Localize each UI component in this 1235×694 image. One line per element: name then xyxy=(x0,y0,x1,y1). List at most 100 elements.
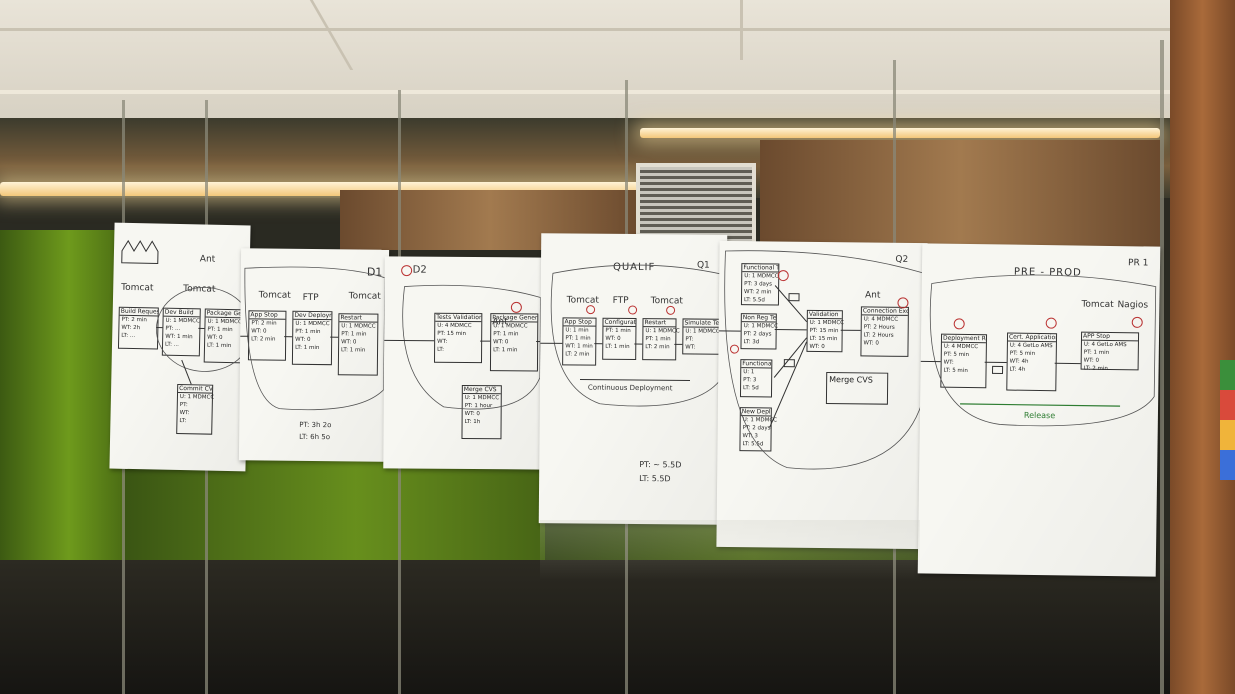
hand-drawn-ink xyxy=(718,250,924,470)
process-box: Package Generation U: 1 MDMCC PT: 1 min … xyxy=(489,313,539,372)
process-metric: PT: 1 min xyxy=(565,335,591,342)
process-metric: WT: 0 xyxy=(605,335,621,342)
process-metric: PT: 1 hour xyxy=(464,402,493,410)
glass-reflection xyxy=(540,520,920,580)
process-metric: U: 1 MDMCC xyxy=(743,323,779,330)
process-metric: U: 4 MDMCC xyxy=(943,343,979,351)
process-metric: WT: 0 xyxy=(863,340,879,347)
sheet-label: Ant xyxy=(864,290,881,301)
glass-mullion xyxy=(1160,40,1164,694)
process-metric: WT: 1 min xyxy=(565,343,593,350)
process-box-title: Restart xyxy=(339,314,378,323)
process-metric: LT: 3d xyxy=(743,339,760,346)
process-metric: WT: 0 xyxy=(207,334,223,341)
sheet-title: QUALIF xyxy=(612,261,656,274)
process-box-title: Tests Validation xyxy=(435,313,482,323)
process-box-title: Non Reg Tests xyxy=(741,314,776,323)
process-box-title: Package Generation xyxy=(205,309,244,319)
note-box: Merge CVS xyxy=(825,372,889,405)
note-text: Merge CVS xyxy=(829,375,873,385)
process-metric: U: 1 MDMCC xyxy=(179,394,215,401)
process-metric: PT: 15 min xyxy=(809,327,839,335)
process-metric: PT: 1 min xyxy=(1083,349,1110,356)
wood-column xyxy=(1170,0,1235,694)
process-box: Tests Validation U: 4 MDMCC PT: 15 min W… xyxy=(434,312,483,364)
process-box-title: App Stop xyxy=(563,318,596,327)
led-light-strip xyxy=(640,128,1160,138)
hand-drawn-ink xyxy=(540,264,726,407)
process-metric: LT: xyxy=(437,346,445,353)
process-metric: PT: 1 min xyxy=(605,327,631,334)
process-metric: LT: 2 min xyxy=(1083,365,1108,372)
ceiling-grid-line xyxy=(0,28,1235,31)
process-metric: U: 1 MDMCC xyxy=(685,328,720,335)
process-metric: PT: 2 Hours xyxy=(863,324,895,331)
process-metric: U: 1 MDMCC xyxy=(295,320,330,328)
sheet-label: Tomcat xyxy=(1081,299,1114,311)
sheet-label: Ant xyxy=(492,317,508,328)
process-box-title: App Stop xyxy=(249,311,286,320)
process-metric: WT: 0 xyxy=(251,328,267,335)
process-metric: WT: 3 xyxy=(742,433,758,440)
ceiling-grid-line xyxy=(740,0,743,60)
process-box: App Stop U: 1 min PT: 1 min WT: 1 min LT… xyxy=(562,317,597,366)
sheet-title: D2 xyxy=(412,264,427,276)
hand-drawn-ink xyxy=(920,274,1157,427)
process-box-title: Functional Tests xyxy=(741,360,772,369)
process-box: Package Generation U: 1 MDMCC PT: 1 min … xyxy=(203,308,245,364)
process-box: APP Stop U: 4 GetLo AMS PT: 1 min WT: 0 … xyxy=(1080,331,1140,372)
process-metric: LT: 4h xyxy=(1009,366,1026,373)
process-metric: PT: 1 min xyxy=(207,326,233,334)
sheet-title: Q2 xyxy=(895,254,909,265)
process-box-title: APP Stop xyxy=(1081,332,1139,342)
process-metric: LT: 1 min xyxy=(605,343,630,350)
process-metric: U: 1 MDMCC xyxy=(207,318,242,326)
process-box: Functional Tests U: 1 PT: 3 LT: 5d xyxy=(739,359,773,398)
process-box: New Deployment Tests U: 1 MDMCC PT: 2 da… xyxy=(739,407,777,452)
sheet-label: Tomcat xyxy=(121,282,154,294)
process-box-title: Connection Exchange xyxy=(861,307,908,316)
process-box-title: Dev Deployment xyxy=(293,311,332,321)
process-metric: WT: xyxy=(685,344,696,351)
ceiling xyxy=(0,0,1235,120)
air-vent xyxy=(636,163,756,245)
process-metric: LT: xyxy=(179,418,187,425)
process-box: Build Request PT: 2 min WT: 2h LT: ... xyxy=(117,306,159,350)
process-box: Commit CVS U: 1 MDMCC PT: WT: LT: xyxy=(176,383,215,435)
value-stream-sheet-1: Ant Tomcat Tomcat Build Request PT: 2 mi… xyxy=(109,222,251,472)
process-metric: U: 4 MDMCC xyxy=(437,322,472,330)
process-box: Non Reg Tests U: 1 MDMCC PT: 2 days LT: … xyxy=(740,313,779,350)
process-metric: WT: 2 min xyxy=(744,289,772,296)
process-box-title: Merge CVS xyxy=(462,385,501,395)
process-metric: PT: 5 min xyxy=(943,351,970,359)
process-box: Deployment Request U: 4 MDMCC PT: 5 min … xyxy=(940,333,988,389)
process-metric: LT: 1 min xyxy=(341,347,366,354)
process-box: Functional Tests U: 1 MDMCC PT: 3 days W… xyxy=(740,263,780,306)
process-box: Restart U: 1 MDMCC PT: 1 min WT: 0 LT: 1… xyxy=(337,313,379,376)
wood-panel xyxy=(760,140,1160,250)
process-metric: PT: 3 xyxy=(743,377,757,384)
sheet-label: PR 1 xyxy=(1127,258,1149,269)
process-metric: WT: xyxy=(437,338,448,345)
process-box-title: Validation xyxy=(807,310,842,320)
process-metric: PT: 1 min xyxy=(341,331,367,338)
process-metric: WT: 2h xyxy=(121,324,141,332)
process-metric: U: 4 GetLo AMS xyxy=(1083,341,1127,349)
sheet-label: Tomcat xyxy=(566,295,599,306)
sheet-label: Tomcat xyxy=(650,296,683,307)
process-metric: U: 1 MDMCC xyxy=(165,317,200,325)
process-box: Dev Deployment U: 1 MDMCC PT: 1 min WT: … xyxy=(291,310,333,366)
sheet-label: Tomcat xyxy=(258,290,291,301)
process-metric: LT: 2 Hours xyxy=(863,332,894,339)
process-box-title: Package Generation xyxy=(491,314,538,323)
sheet-label: FTP xyxy=(302,292,319,304)
process-box: Validation U: 1 MDMCC PT: 15 min LT: 15 … xyxy=(806,309,844,353)
wall-poster xyxy=(1220,360,1235,480)
process-box: Restart U: 1 MDMCC PT: 1 min LT: 2 min xyxy=(642,318,680,361)
process-box-title: Build Request xyxy=(119,307,158,317)
process-metric: U: 4 MDMCC xyxy=(863,316,899,323)
process-box: App Stop PT: 2 min WT: 0 LT: 2 min xyxy=(247,310,287,361)
process-box: Configuration PT: 1 min WT: 0 LT: 1 min xyxy=(602,317,637,361)
process-metric: PT: 2 days xyxy=(742,425,771,432)
